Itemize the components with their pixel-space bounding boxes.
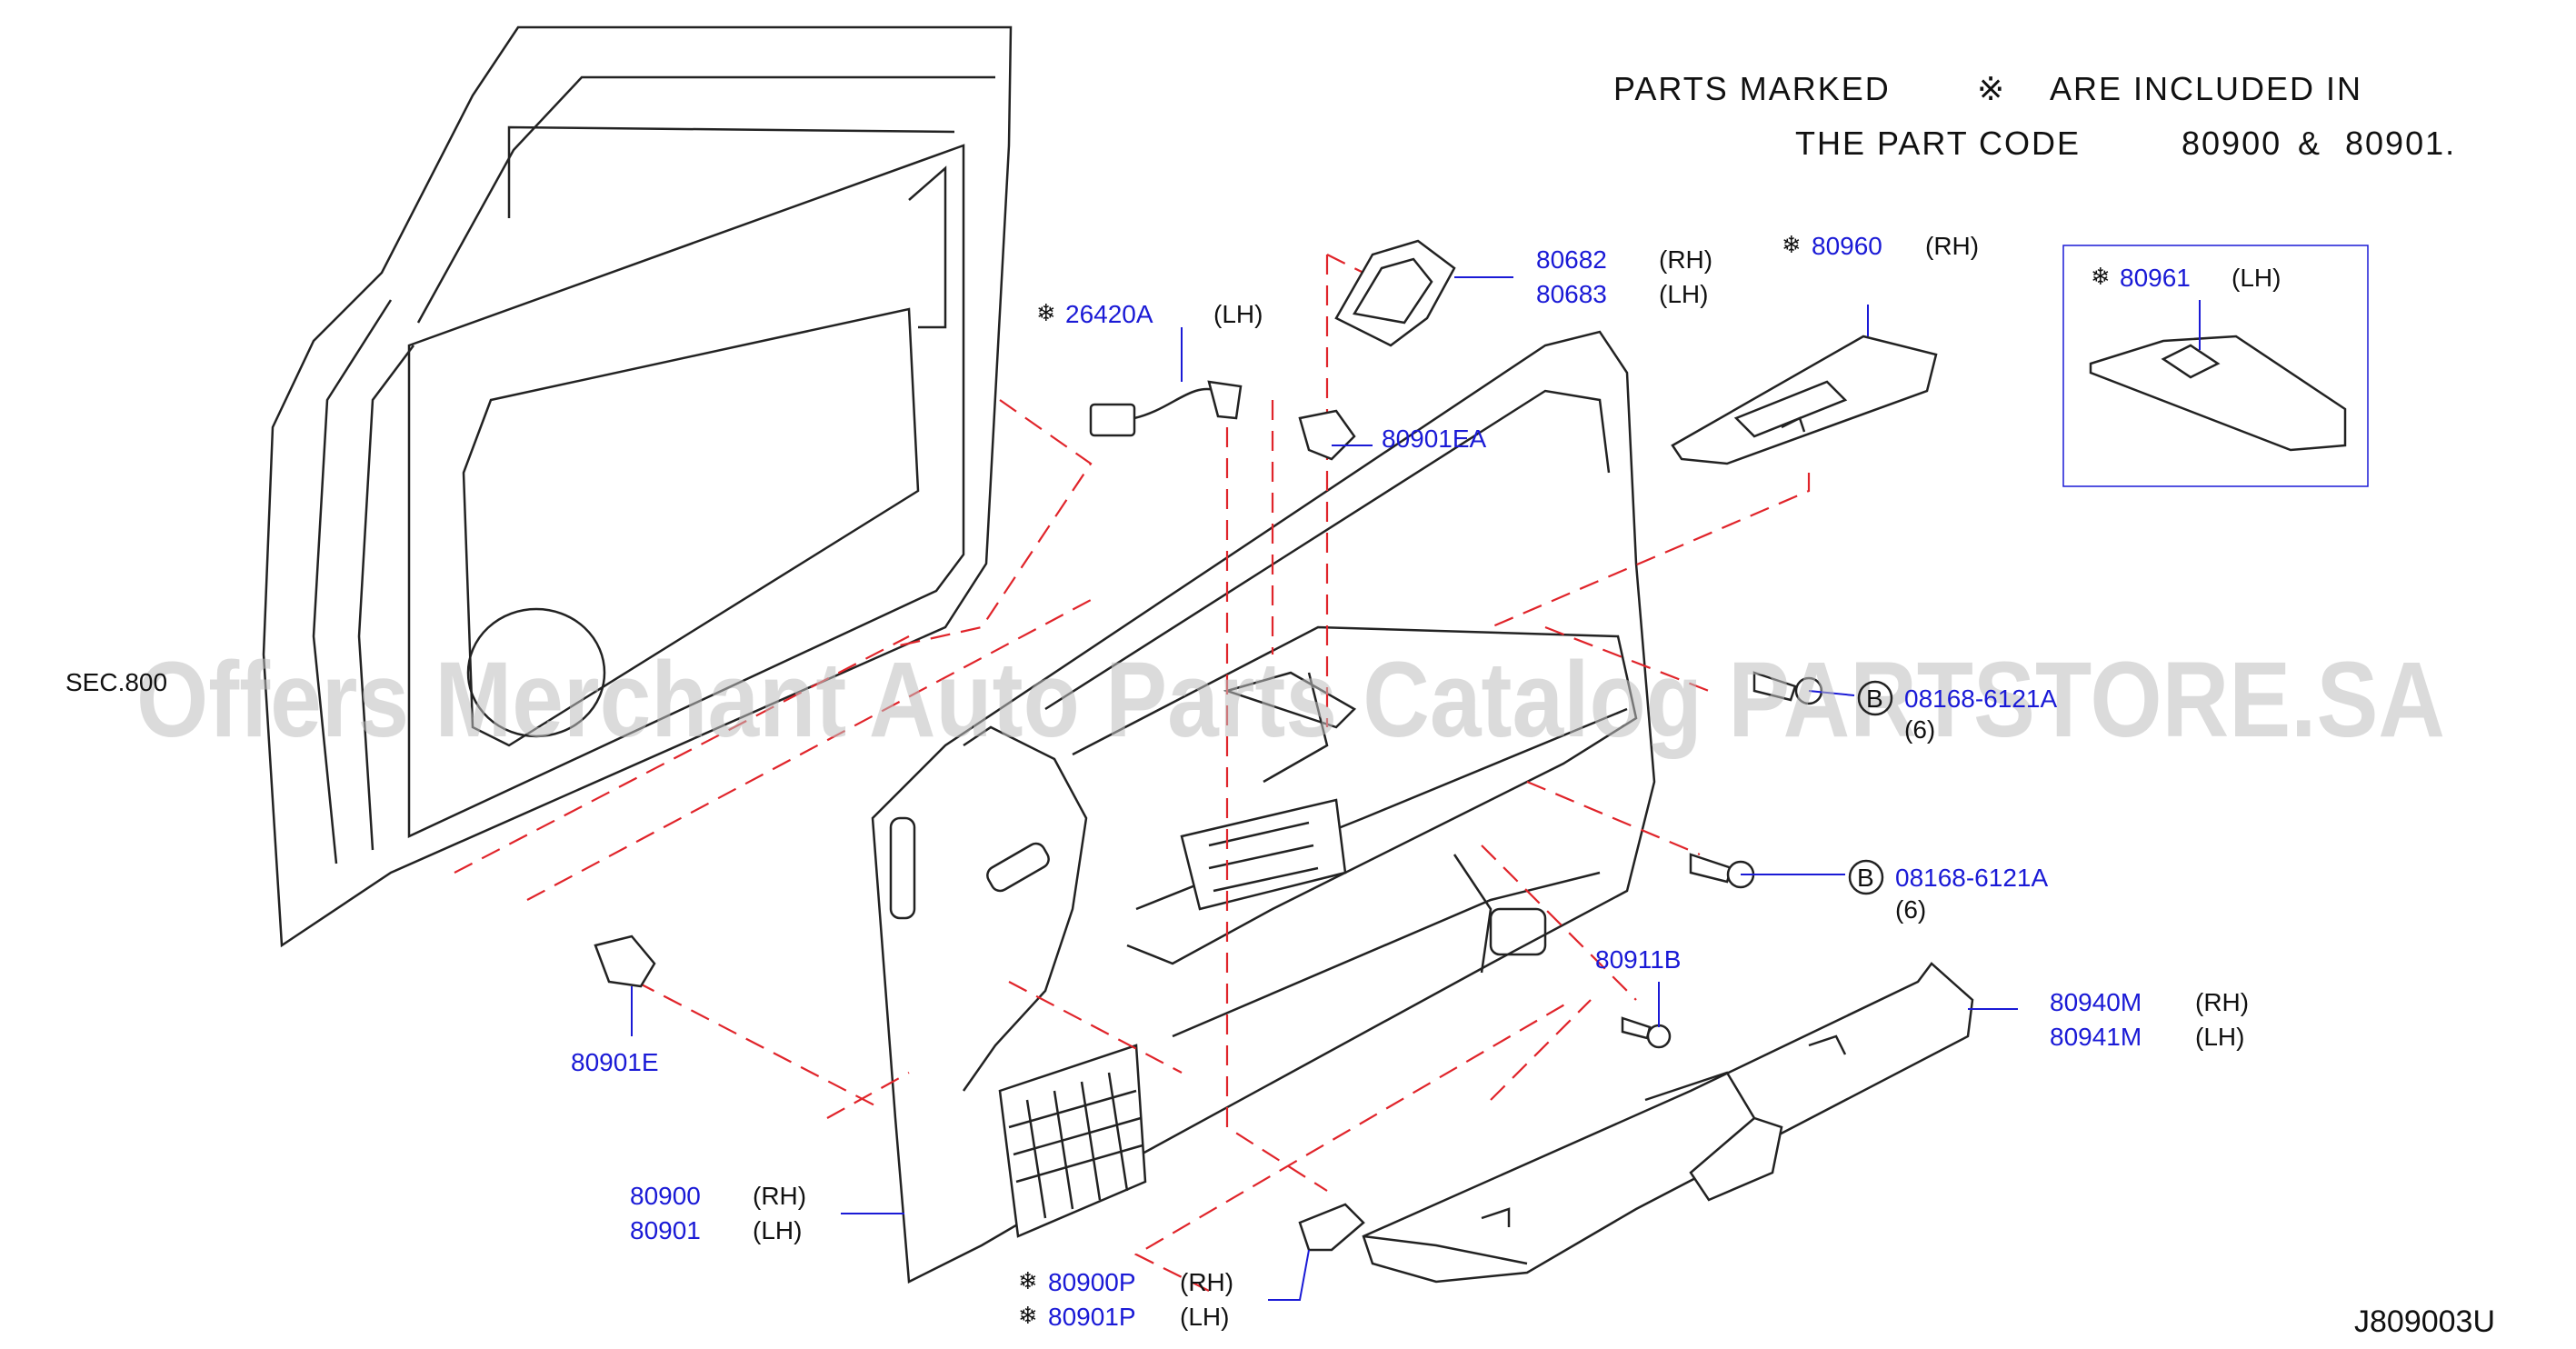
callout-26420a[interactable]: ❄ 26420A (LH) [1036,300,1263,328]
callout-80900[interactable]: 80900 (RH) [630,1182,806,1210]
part-number[interactable]: 80901 [630,1216,701,1244]
part-number[interactable]: 08168-6121A [1904,684,2057,713]
part-side: (LH) [2195,1023,2244,1051]
star-icon: ❄ [1018,1303,1038,1330]
note-line1: PARTS MARKED [1613,70,1891,107]
component-shapes [594,239,2369,1252]
callout-80901ea[interactable]: 80901EA [1382,425,1487,453]
part-side: (RH) [1180,1268,1233,1296]
part-side: (LH) [1213,300,1263,328]
part-side: (LH) [2232,264,2281,292]
part-number[interactable]: 80901EA [1382,425,1487,453]
part-number[interactable]: 80960 [1812,232,1882,260]
note-symbol: ※ [1977,71,2006,108]
watermark-text: Offers Merchant Auto Parts Catalog PARTS… [136,640,2445,760]
callout-08168-upper[interactable]: B 08168-6121A (6) [1857,680,2057,744]
callout-80901p[interactable]: ❄ 80901P (LH) [1018,1303,1229,1331]
callout-80901e[interactable]: 80901E [571,1048,659,1076]
callout-80911b[interactable]: 80911B [1595,945,1681,974]
part-number[interactable]: 80900P [1048,1268,1136,1296]
callout-80940m[interactable]: 80940M (RH) [2050,988,2249,1016]
badge-circle [1857,680,1893,716]
star-icon: ❄ [1036,300,1056,327]
star-icon: ❄ [2091,264,2111,291]
note-code-a: 80900 [2182,125,2281,162]
note-line2: THE PART CODE [1795,125,2081,162]
door-trim-panel [871,330,1656,1284]
badge-circle [1848,859,1884,895]
callout-80941m[interactable]: 80941M (LH) [2050,1023,2244,1051]
callout-80683[interactable]: 80683 (LH) [1536,280,1708,308]
part-number[interactable]: 80682 [1536,245,1607,274]
callout-80900p[interactable]: ❄ 80900P (RH) [1018,1268,1233,1296]
callout-80901[interactable]: 80901 (LH) [630,1216,802,1244]
note-line1-end: ARE INCLUDED IN [2050,70,2362,107]
badge-letter: B [1866,684,1883,713]
part-side: (RH) [753,1182,806,1210]
header-note: PARTS MARKED ※ ARE INCLUDED IN THE PART … [1613,70,2456,162]
part-number[interactable]: 80900 [630,1182,701,1210]
part-side: (LH) [1180,1303,1229,1331]
part-qty: (6) [1895,895,1926,924]
note-code-b: 80901. [2345,125,2456,162]
part-side: (RH) [1659,245,1712,274]
part-number[interactable]: 80911B [1595,945,1681,974]
part-number[interactable]: 80901P [1048,1303,1136,1331]
part-qty: (6) [1904,715,1935,744]
star-icon: ❄ [1782,232,1802,259]
leader-lines [631,276,2201,1301]
door-frame [262,25,1013,948]
badge-letter: B [1857,864,1874,892]
part-side: (RH) [2195,988,2249,1016]
part-number[interactable]: 80941M [2050,1023,2142,1051]
part-number[interactable]: 80940M [2050,988,2142,1016]
part-number[interactable]: 80683 [1536,280,1607,308]
callout-80961[interactable]: ❄ 80961 (LH) [2091,264,2281,292]
star-icon: ❄ [1018,1268,1038,1295]
part-number[interactable]: 80901E [571,1048,659,1076]
callout-08168-lower[interactable]: B 08168-6121A (6) [1848,859,2048,924]
part-side: (LH) [1659,280,1708,308]
part-number[interactable]: 08168-6121A [1895,864,2048,892]
part-side: (RH) [1925,232,1979,260]
assembly-lines [454,254,1811,1292]
part-number[interactable]: 26420A [1065,300,1153,328]
diagram-code: J809003U [2354,1304,2495,1339]
section-ref[interactable]: SEC.800 [65,668,167,696]
part-side: (LH) [753,1216,802,1244]
callout-80682[interactable]: 80682 (RH) [1536,245,1712,274]
note-amp: & [2298,125,2321,162]
part-number[interactable]: 80961 [2120,264,2191,292]
callout-80960[interactable]: ❄ 80960 (RH) [1782,232,1979,260]
armrest-80940m [1362,962,1974,1284]
